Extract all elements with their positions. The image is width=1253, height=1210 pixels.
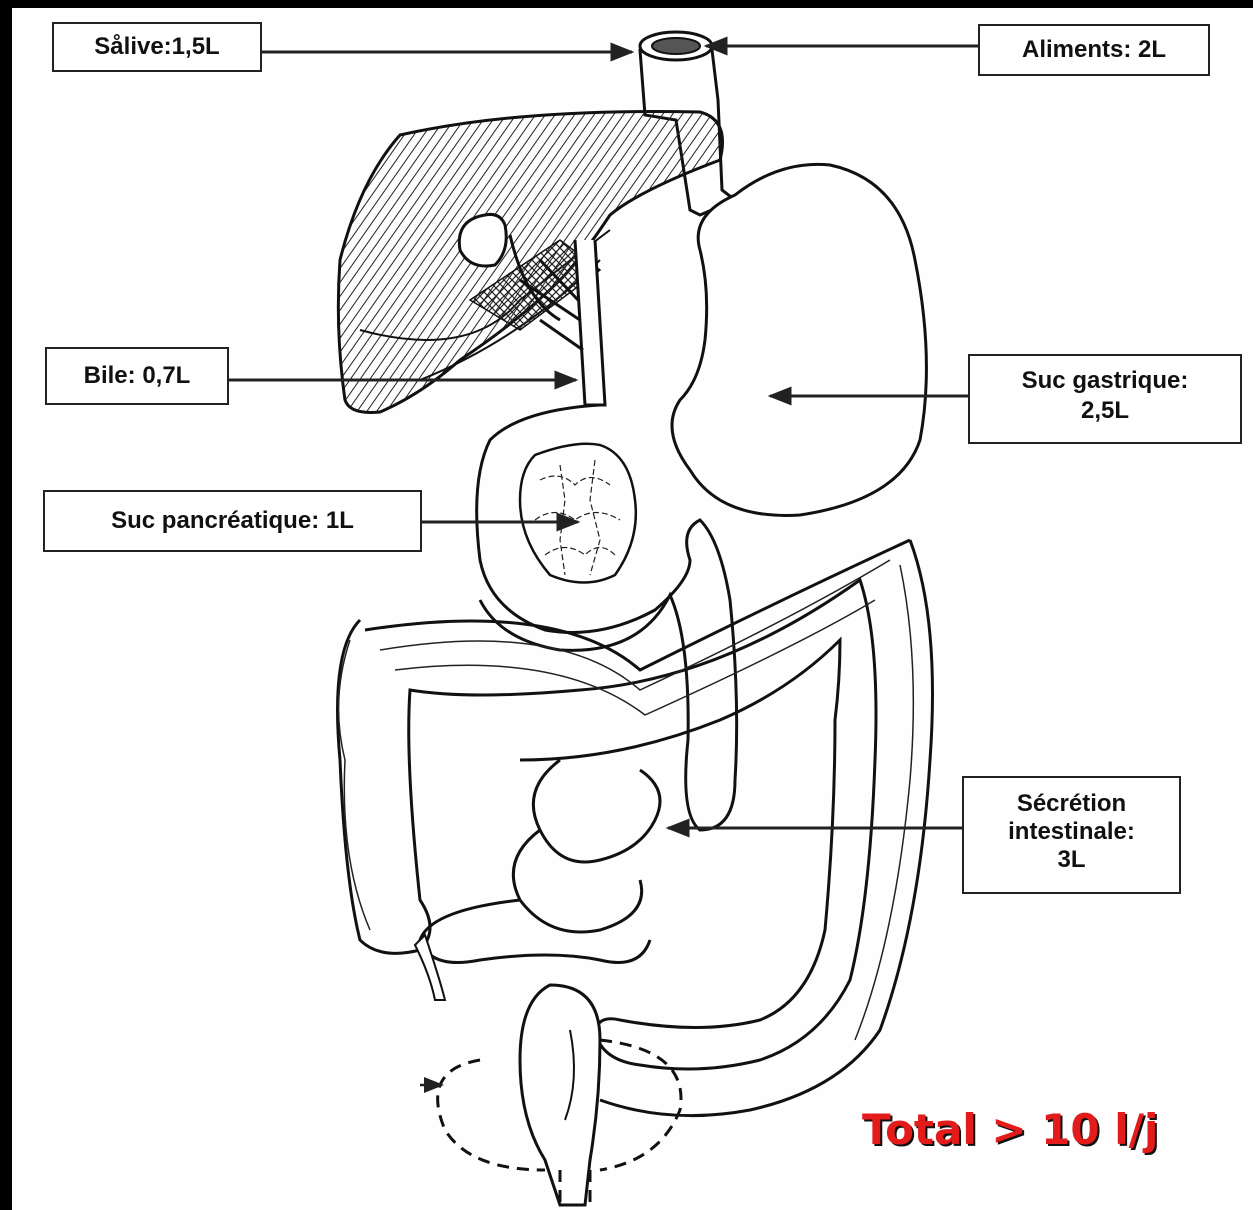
label-bile-text: Bile: 0,7L [47,349,227,403]
label-suc-pancreatique: Suc pancréatique: 1L [43,490,422,552]
label-salive-text: Sålive:1,5L [54,24,260,70]
label-secretion-intestinale: Sécrétion intestinale: 3L [962,776,1181,894]
appendix [415,935,445,1000]
label-secretion-line3: 3L [964,846,1179,874]
label-salive: Sålive:1,5L [52,22,262,72]
label-suc-gastrique-line1: Suc gastrique: [970,366,1240,396]
label-aliments-text: Aliments: 2L [980,26,1208,74]
pancreas [520,444,636,583]
total-volume-label: Total > 10 l/j [862,1100,1222,1160]
label-suc-pancreatique-text: Suc pancréatique: 1L [45,492,420,550]
label-secretion-line2: intestinale: [964,818,1179,846]
liver [338,111,722,412]
small-intestine [420,760,660,963]
label-suc-gastrique: Suc gastrique: 2,5L [968,354,1242,444]
label-secretion-line1: Sécrétion [964,790,1179,818]
label-bile: Bile: 0,7L [45,347,229,405]
stomach [672,164,926,515]
label-aliments: Aliments: 2L [978,24,1210,76]
label-suc-gastrique-line2: 2,5L [970,396,1240,426]
